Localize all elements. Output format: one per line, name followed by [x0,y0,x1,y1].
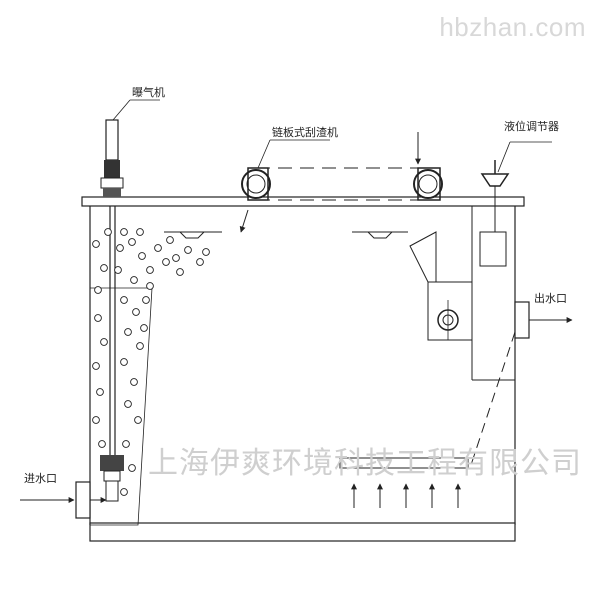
bubble [146,266,154,274]
inlet-pipe [20,481,107,519]
regulator-leader [497,141,511,173]
bubble [136,228,144,236]
bubble [94,314,102,322]
bubble [184,246,192,254]
regulator-label: 液位调节器 [504,119,559,133]
site-watermark: hbzhan.com [439,12,586,42]
bubble [96,388,104,396]
bubble [100,338,108,346]
bubble [154,244,162,252]
bubble [142,296,150,304]
bubble [132,308,140,316]
tank-top-rim [81,196,525,207]
bubble [166,236,174,244]
upflow-arrows [351,483,461,508]
aerator-label: 曝气机 [132,85,165,99]
bubble [172,254,180,262]
distributor-bar [339,457,469,469]
aerator-unit [100,119,124,502]
scraper-label: 链板式刮渣机 [272,125,338,139]
bubble [116,244,124,252]
bubble [202,248,210,256]
tank-base [89,522,516,542]
bubble [128,464,136,472]
outlet-label: 出水口 [534,291,567,305]
bubble [100,264,108,272]
scum-hopper [409,231,473,341]
aeration-zone [90,287,153,526]
bubble [176,268,184,276]
bubble [140,324,148,332]
bubble [146,282,154,290]
bubble [136,342,144,350]
company-watermark: 上海伊爽环境科技工程有限公司 [148,447,582,480]
bubble [92,240,100,248]
bubble [120,228,128,236]
skim-arrow [239,209,249,233]
bubble [128,238,136,246]
air-bubbles [92,228,210,496]
bubble [92,416,100,424]
bubble [94,286,102,294]
bubble [130,378,138,386]
bubble [130,276,138,284]
bubble [122,440,130,448]
level-regulator [479,160,510,267]
bubble [134,416,142,424]
outlet-pipe [514,301,573,339]
aerator-leader [112,99,131,121]
bubble [120,358,128,366]
bubble [114,266,122,274]
bubble [120,488,128,496]
return-line [469,331,516,469]
scraper-leader [257,139,271,169]
bubble [98,440,106,448]
bubble [104,228,112,236]
bubble [138,252,146,260]
bubble [92,362,100,370]
bubble [120,296,128,304]
bubble [162,258,170,266]
bubble [124,400,132,408]
bubble [124,328,132,336]
chain-scraper [241,167,443,201]
inlet-label: 进水口 [24,472,57,485]
bubble [196,258,204,266]
